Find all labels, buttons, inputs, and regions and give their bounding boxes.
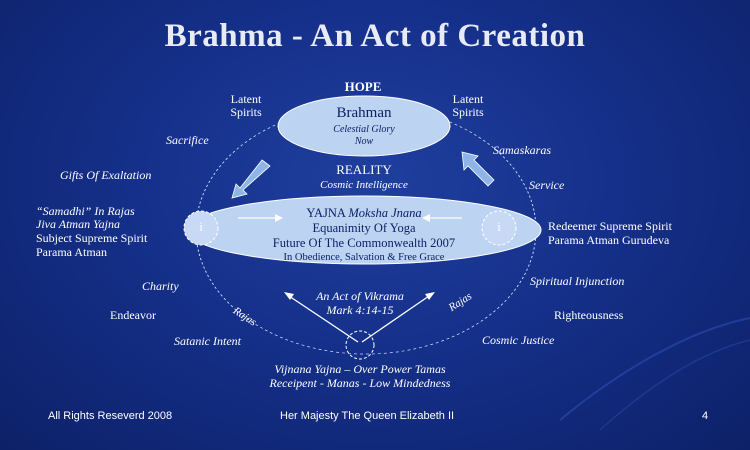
v-arrow-right-head — [425, 292, 435, 300]
samaskaras-label: Samaskaras — [493, 143, 552, 157]
brahman-ellipse — [277, 95, 451, 157]
receipent-label: Receipent - Manas - Low Mindedness — [220, 376, 500, 390]
mark-label: Mark 4:14-15 — [326, 303, 394, 317]
brahman-celestial-glory: Celestial Glory — [333, 124, 395, 135]
gifts-label: Gifts Of Exaltation — [60, 168, 152, 182]
left-node-label: i — [199, 219, 203, 234]
reality-title: REALITY — [336, 162, 392, 177]
background-swoosh — [559, 317, 750, 421]
latent-spirits-right-2: Spirits — [452, 105, 484, 119]
parama-atman-label: Parama Atman — [36, 245, 107, 259]
background-swoosh-2 — [599, 339, 750, 431]
slide-title: Brahma - An Act of Creation — [164, 18, 586, 54]
latent-spirits-left-2: Spirits — [230, 105, 262, 119]
latent-spirits-left-1: Latent — [230, 92, 262, 106]
footer-page-number: 4 — [702, 410, 709, 422]
v-arrow-left-head — [284, 292, 294, 300]
spiritual-label: Spiritual Injunction — [530, 274, 625, 288]
samadhi-label: “Samadhi” In Rajas — [36, 204, 135, 218]
redeemer-label: Redeemer Supreme Spirit — [548, 219, 672, 233]
right-block-arrow — [461, 151, 495, 187]
latent-spirits-right-1: Latent — [452, 92, 484, 106]
brahman-now: Now — [354, 136, 374, 147]
cosmic-justice-label: Cosmic Justice — [482, 333, 555, 347]
vijnana-label: Vijnana Yajna – Over Power Tamas — [274, 362, 446, 376]
charity-label: Charity — [142, 279, 179, 293]
subject-label: Subject Supreme Spirit — [36, 231, 148, 245]
act-of-vikrama-label: An Act of Vikrama — [316, 289, 404, 303]
yajna-line-2: Equanimity Of Yoga — [312, 221, 416, 235]
service-label: Service — [529, 178, 565, 192]
endeavor-label: Endeavor — [110, 308, 156, 322]
yajna-arrow-right-head — [422, 214, 430, 222]
jiva-label: Jiva Atman Yajna — [36, 217, 121, 231]
yajna-line-3: Future Of The Commonwealth 2007 — [272, 236, 456, 250]
footer-center: Her Majesty The Queen Elizabeth II — [280, 410, 455, 422]
receipent-text: Receipent - Manas - Low Mindedness — [269, 376, 451, 390]
left-block-arrow — [231, 159, 271, 199]
v-arrow-left — [288, 295, 359, 343]
yajna-word: YAJNA — [306, 206, 346, 220]
hope-label: HOPE — [344, 79, 382, 94]
v-arrow-right — [361, 295, 430, 343]
right-node-circle — [481, 210, 517, 246]
bottom-node-circle — [345, 330, 375, 360]
yajna-arrow-left-head — [275, 214, 283, 222]
right-node-label: i — [497, 219, 501, 234]
footer-copyright: All Rights Reseverd 2008 — [48, 410, 173, 422]
righteousness-label: Righteousness — [554, 308, 624, 322]
reality-subtitle: Cosmic Intelligence — [320, 179, 408, 191]
satanic-label: Satanic Intent — [174, 334, 241, 348]
moksha-jnana: Moksha Jnana — [348, 206, 422, 220]
parama-gurudeva-label: Parama Atman Gurudeva — [548, 233, 670, 247]
yajna-line-1: YAJNA Moksha Jnana — [254, 206, 474, 220]
brahman-label: Brahman — [336, 105, 392, 121]
left-node-circle — [183, 210, 219, 246]
sacrifice-label: Sacrifice — [166, 133, 209, 147]
yajna-line-4: In Obedience, Salvation & Free Grace — [283, 252, 445, 263]
